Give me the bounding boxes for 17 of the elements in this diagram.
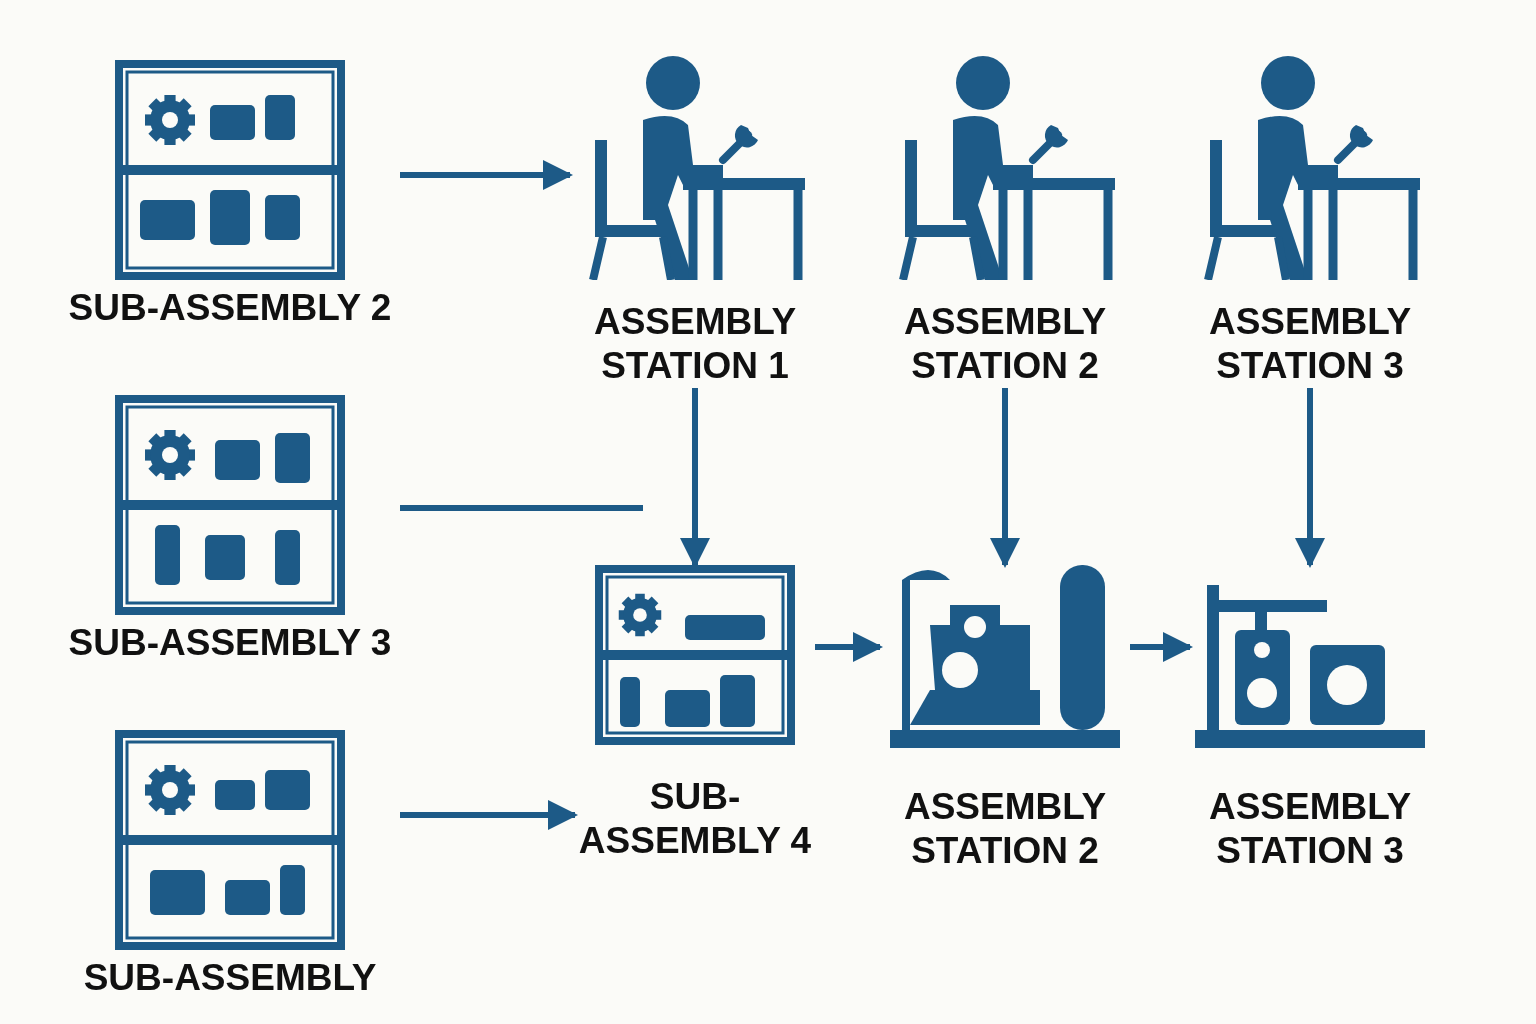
node-label: SUB-ASSEMBLY 2 [68,286,392,330]
node-label: ASSEMBLY STATION 2 [902,785,1108,873]
arrow [680,388,710,568]
arrow [400,800,578,830]
arrow [815,632,883,662]
node-label: ASSEMBLY STATION 3 [1207,785,1413,873]
node-label: ASSEMBLY STATION 1 [592,300,798,388]
connector-line [400,505,643,511]
node-label: SUB-ASSEMBLY 4 [577,775,813,863]
node-label: ASSEMBLY STATION 2 [902,300,1108,388]
arrow [400,160,573,190]
node-label: ASSEMBLY STATION 3 [1207,300,1413,388]
arrow [1295,388,1325,568]
node-label: SUB-ASSEMBLY 3 [68,621,392,665]
arrow [1130,632,1193,662]
node-label: SUB-ASSEMBLY [83,956,377,1000]
arrow [990,388,1020,568]
